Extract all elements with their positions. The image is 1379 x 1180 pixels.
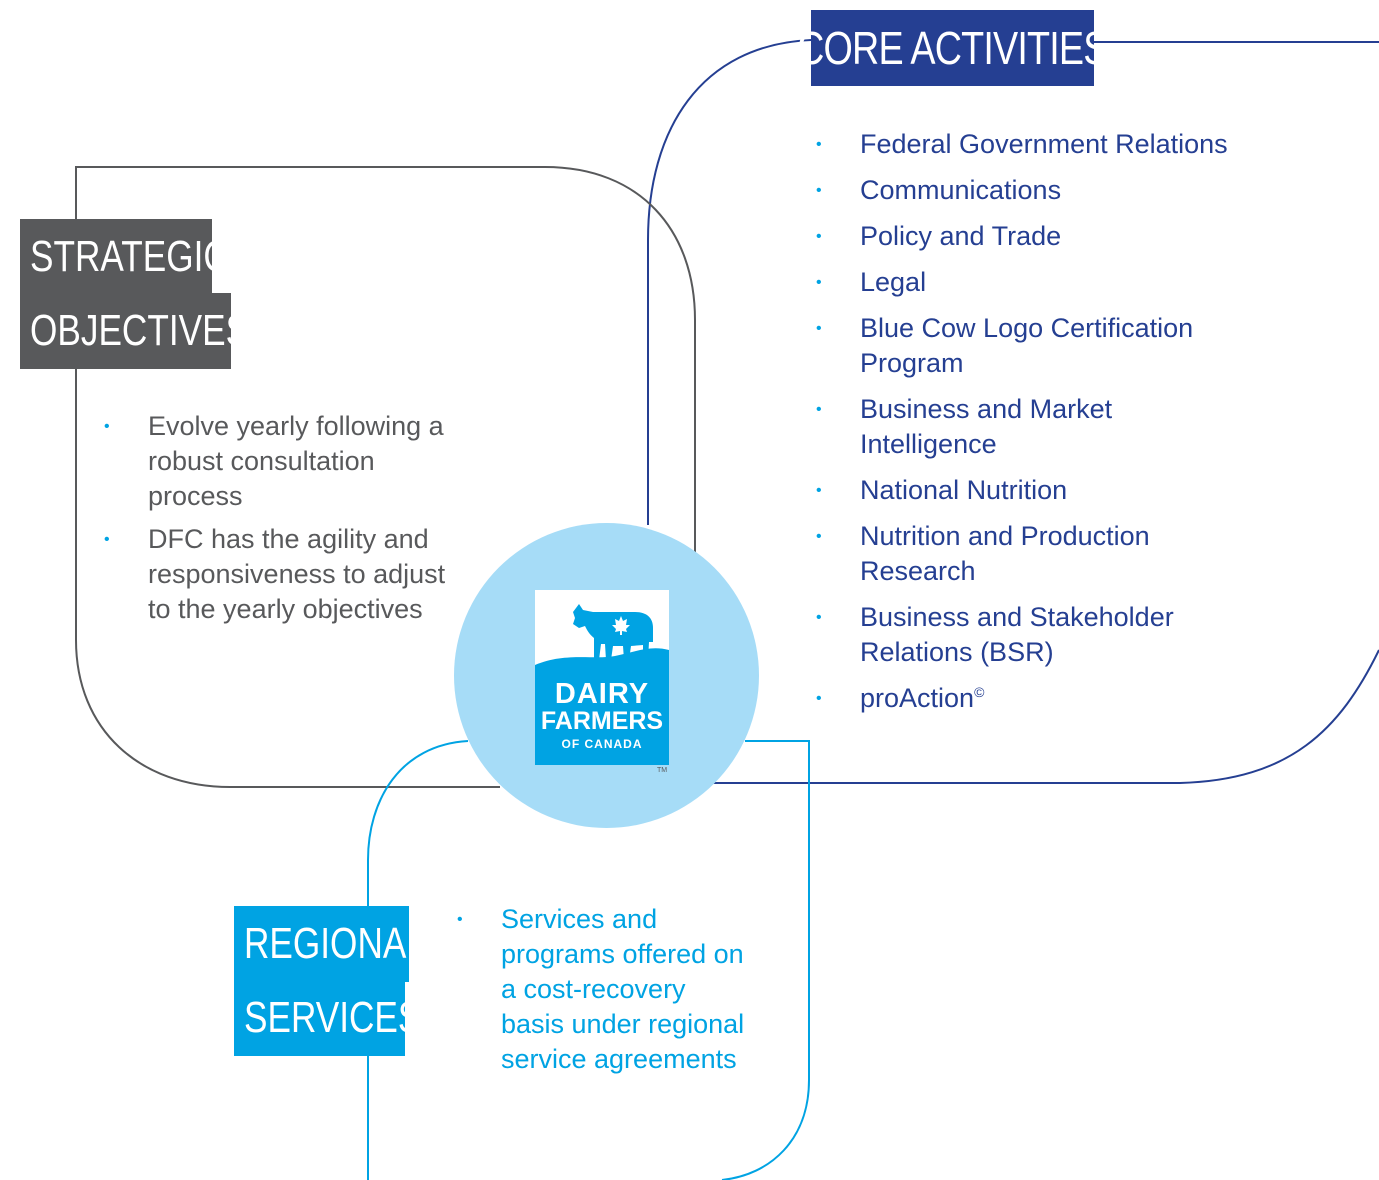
bullet-icon: • [816,609,822,626]
bullet-icon: • [816,401,822,418]
strategic-objectives-frame [75,166,696,788]
bullet-icon: • [816,182,822,199]
regional-services-frame [367,740,810,1180]
regional-label-line2: SERVICES [234,980,421,1056]
core-activities-frame [647,39,1379,784]
strategic-label-line1: STRATEGIC [20,219,229,295]
core-activities-list: •Federal Government Relations •Communica… [812,127,1292,727]
trademark-mark: TM [657,767,668,774]
bullet-icon: • [816,274,822,291]
logo-word-dairy: DAIRY [554,678,650,710]
bullet-icon: • [457,911,463,928]
regional-label-line1: REGIONAL [234,906,426,982]
list-item: •proAction© [812,681,1292,716]
bullet-icon: • [104,531,110,548]
list-item: •Business and Market Intelligence [816,394,1113,459]
list-item: •Legal [812,265,1292,300]
strategic-objectives-list: •Evolve yearly following a robust consul… [100,409,460,635]
list-item: •DFC has the agility and responsiveness … [104,524,446,624]
logo-word-farmers: FARMERS [540,707,664,735]
bullet-icon: • [816,136,822,153]
list-item: •Business and Stakeholder Relations (BSR… [816,602,1174,667]
bullet-icon: • [816,690,822,707]
list-item: •Blue Cow Logo Certification Program [816,313,1194,378]
bullet-icon: • [816,528,822,545]
strategic-label-line2: OBJECTIVES [20,293,249,369]
list-item: •Federal Government Relations [812,127,1292,162]
bullet-icon: • [104,418,110,435]
dairy-farmers-logo: DAIRY FARMERS OF CANADA [535,590,669,765]
list-item: •Communications [812,173,1292,208]
core-activities-label: CORE ACTIVITIES [797,10,1109,86]
copyright-mark: © [974,684,985,700]
list-item: •Nutrition and Production Research [816,521,1150,586]
bullet-icon: • [816,320,822,337]
list-item: •National Nutrition [812,473,1292,508]
bullet-icon: • [816,228,822,245]
list-item: •Services and programs offered on a cost… [457,904,745,1074]
bullet-icon: • [816,482,822,499]
regional-services-list: •Services and programs offered on a cost… [453,902,773,1077]
list-item: •Evolve yearly following a robust consul… [104,411,444,511]
cow-icon [535,590,669,665]
list-item: •Policy and Trade [812,219,1292,254]
logo-word-of-canada: OF CANADA [561,737,643,751]
